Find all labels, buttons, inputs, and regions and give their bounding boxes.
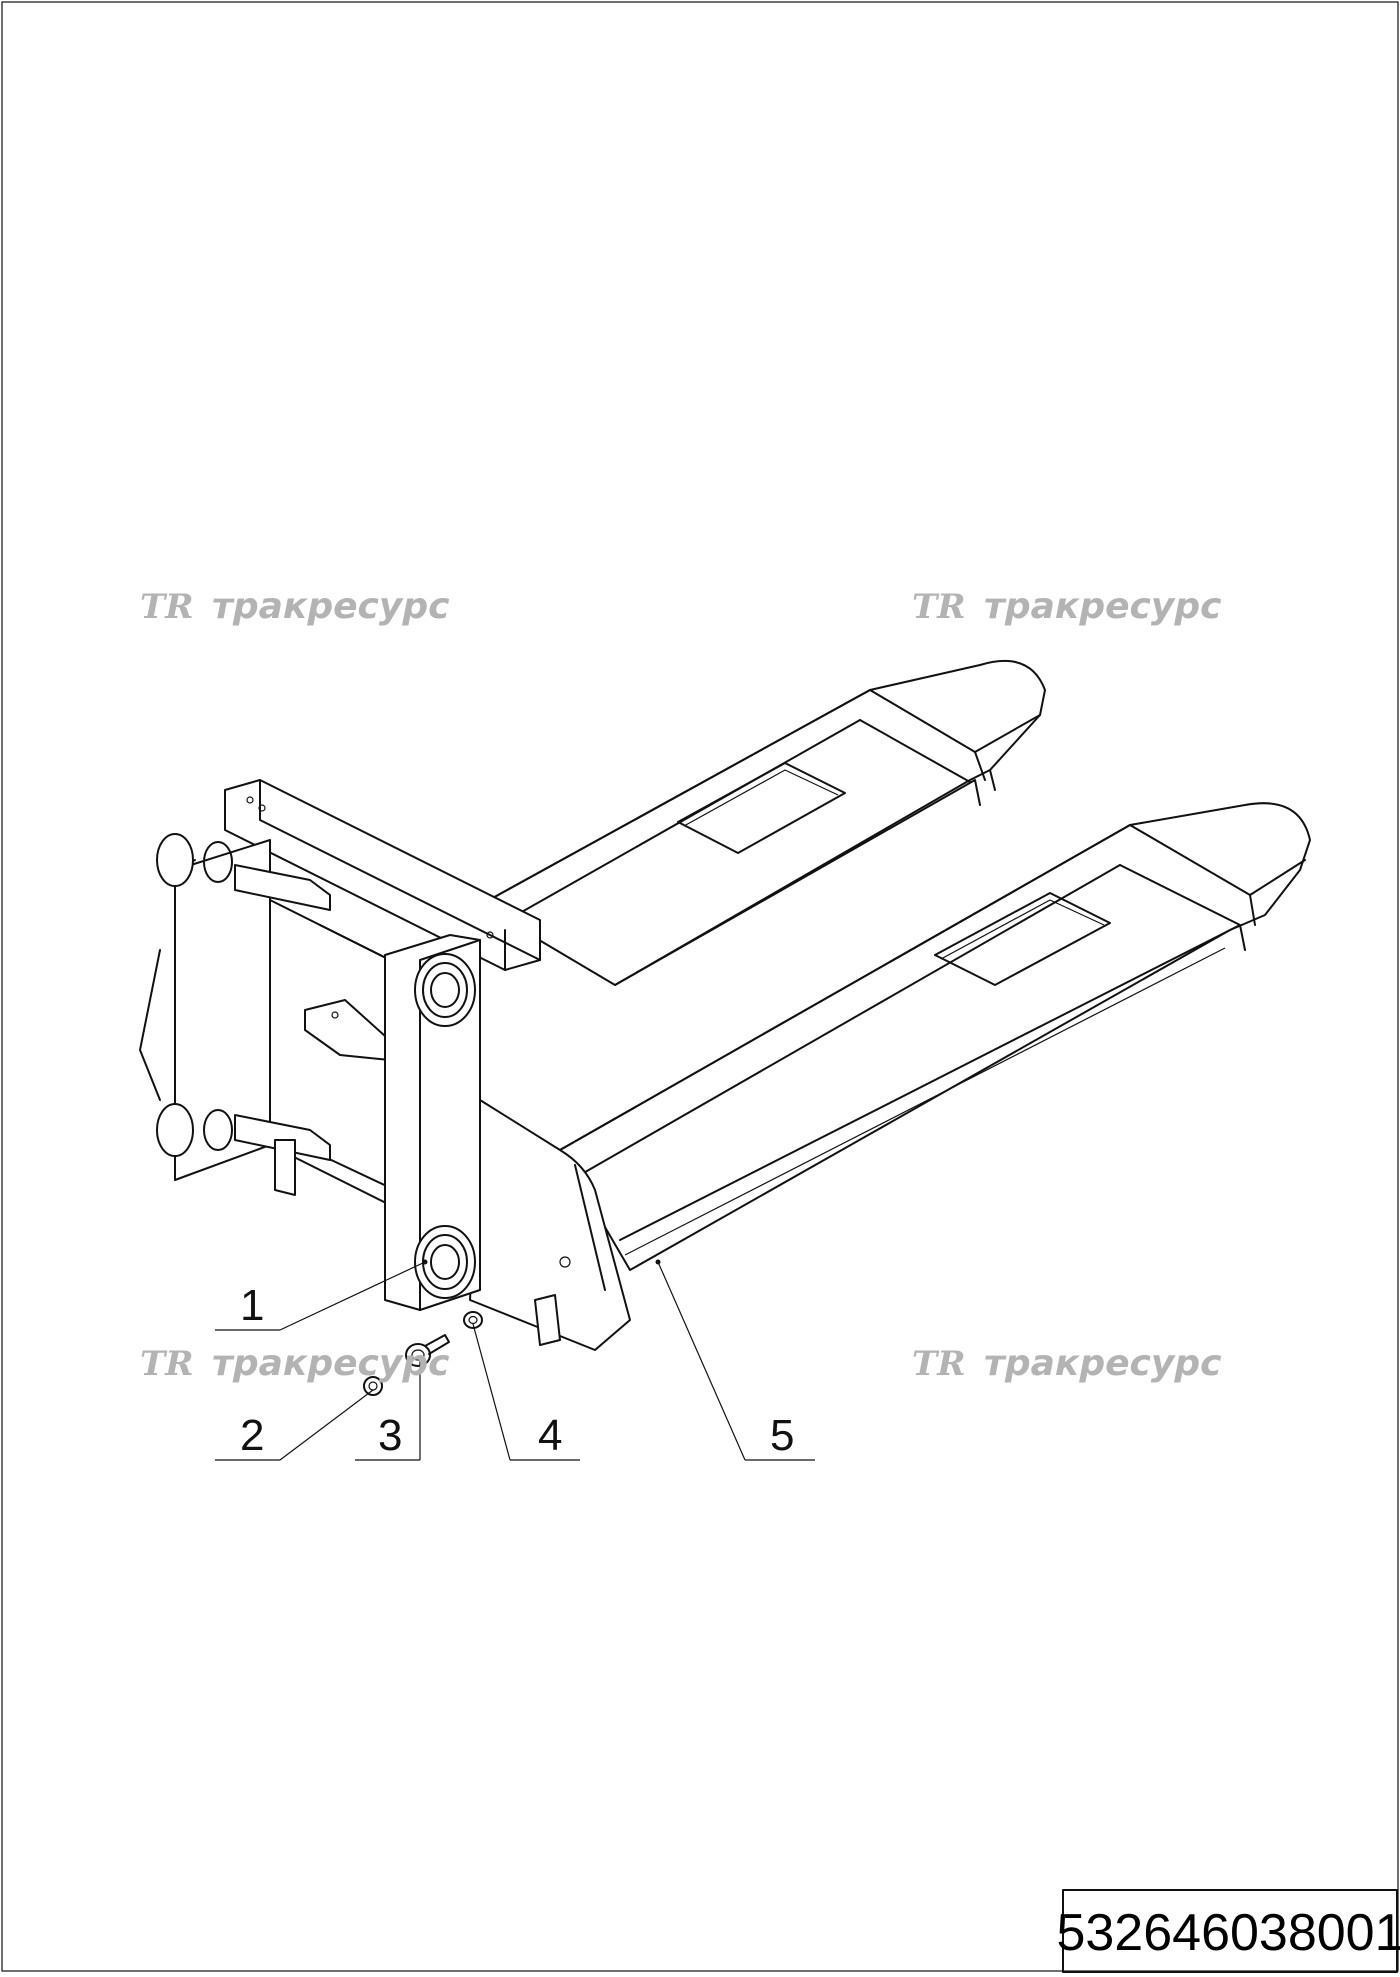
callout-label: 4: [538, 1411, 562, 1460]
side-plate: [384, 934, 561, 1346]
callout-4: 4: [472, 1323, 580, 1461]
part-4-washer: [463, 1311, 483, 1329]
watermark-logo: TR: [140, 1344, 194, 1384]
callout-5: 5: [657, 1261, 815, 1461]
watermark-text: тракресурс: [212, 586, 449, 627]
watermark-bottom-right: TR тракресурс: [912, 1343, 1221, 1384]
watermark-text: тракресурс: [984, 1343, 1221, 1384]
watermark-logo: TR: [912, 1344, 966, 1384]
part-3-bolt: [405, 1334, 450, 1367]
lower-roller: [414, 1225, 476, 1299]
watermark-bottom-left: TR тракресурс: [140, 1343, 449, 1384]
watermark-text: тракресурс: [212, 1343, 449, 1384]
upper-roller: [414, 953, 476, 1027]
back-plate: [139, 833, 331, 1196]
watermark-text: тракресурс: [984, 586, 1221, 627]
watermark-logo: TR: [140, 587, 194, 627]
callout-label: 1: [240, 1281, 264, 1330]
watermark-top-left: TR тракресурс: [140, 586, 449, 627]
document-code-box: 532646038001: [1056, 1889, 1400, 1973]
callout-label: 2: [240, 1411, 264, 1460]
watermark-logo: TR: [912, 587, 966, 627]
document-code: 532646038001: [1056, 1904, 1400, 1962]
callout-3: 3: [355, 1360, 421, 1461]
part-2-nut: [363, 1376, 383, 1396]
watermark-top-right: TR тракресурс: [912, 586, 1221, 627]
callout-label: 5: [770, 1411, 794, 1460]
fork-frame: [469, 659, 1311, 1351]
callout-1: 1: [215, 1261, 426, 1331]
callout-label: 3: [378, 1411, 402, 1460]
callout-2: 2: [215, 1389, 374, 1461]
